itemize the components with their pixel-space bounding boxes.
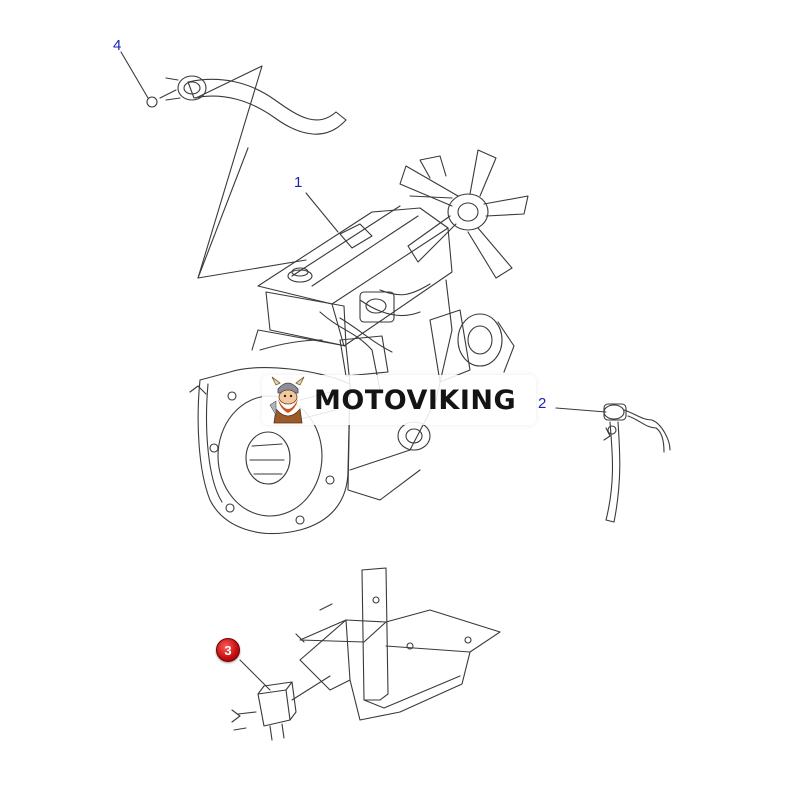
watermark: MOTOVIKING xyxy=(262,375,536,425)
callout-label-2[interactable]: 2 xyxy=(538,395,547,412)
leader-line-1 xyxy=(305,192,339,233)
callout-label-1[interactable]: 1 xyxy=(294,174,303,191)
viking-mascot-icon xyxy=(269,376,305,424)
leader-lines-4 xyxy=(195,65,307,279)
breather-hose-part-2 xyxy=(555,403,671,523)
coolant-hose-part-4 xyxy=(120,51,347,135)
mounting-bracket xyxy=(295,567,501,721)
watermark-text: MOTOVIKING xyxy=(314,384,517,416)
callout-badge-3[interactable]: 3 xyxy=(216,638,240,662)
relay-part-3 xyxy=(231,659,331,741)
engine-assembly-part-1 xyxy=(189,149,529,534)
callout-label-4[interactable]: 4 xyxy=(113,37,122,54)
